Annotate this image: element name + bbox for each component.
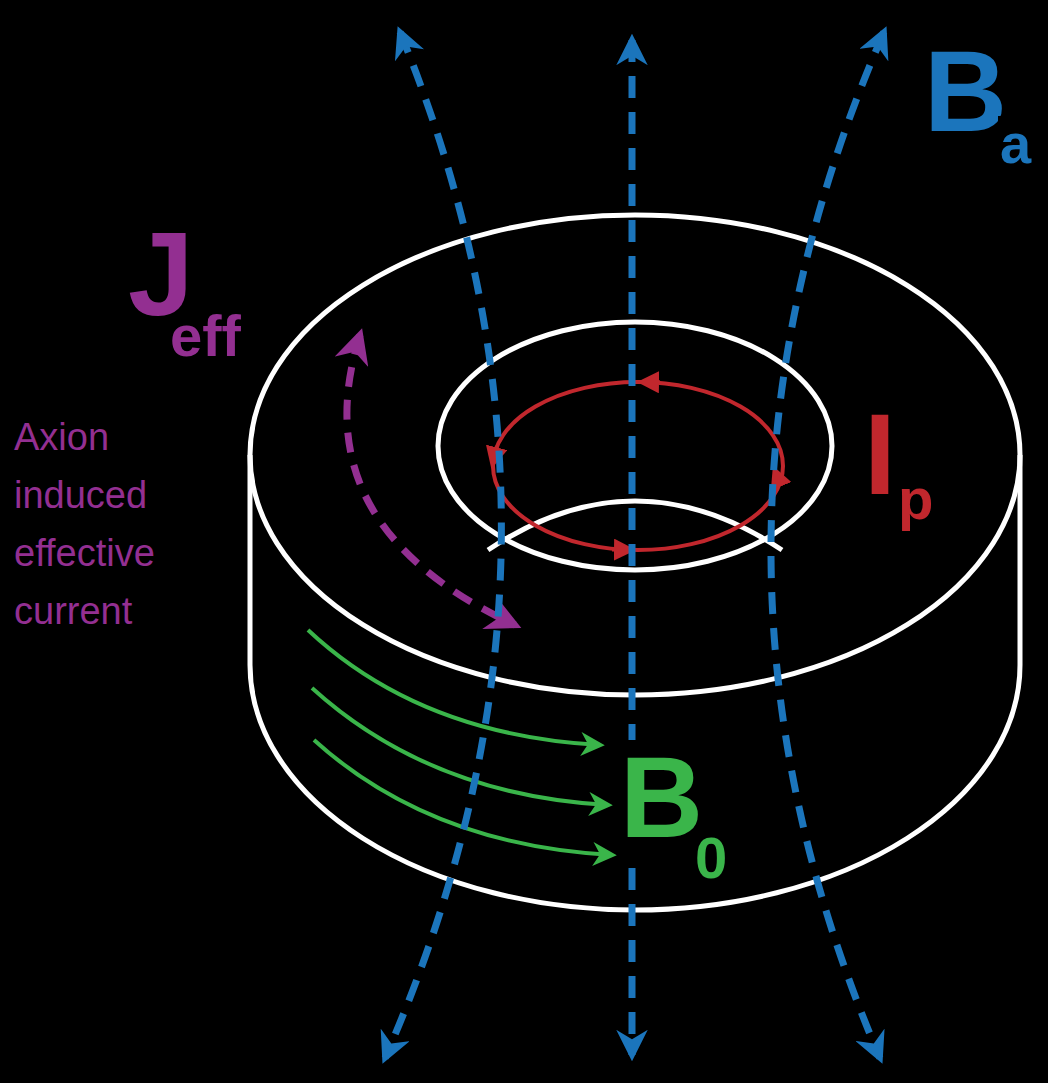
field-line xyxy=(385,32,501,1058)
b0-field-arrows xyxy=(308,630,612,855)
annotation-note: Axion induced effective current xyxy=(12,408,211,640)
toroid-side xyxy=(1018,455,1023,665)
field-arrow xyxy=(312,688,608,805)
current-subscript: p xyxy=(896,470,935,528)
toroid-side xyxy=(248,455,253,665)
field-line xyxy=(629,40,636,1055)
field-arrow xyxy=(308,630,600,745)
current-symbol: I xyxy=(862,397,898,512)
loop-arrow xyxy=(777,476,781,486)
field-arrow xyxy=(314,740,612,855)
field-symbol: B xyxy=(618,740,705,855)
current-subscript: eff xyxy=(168,307,243,365)
field-line xyxy=(771,32,884,1058)
loop-arrow xyxy=(612,548,625,552)
effective-current-arrow xyxy=(347,335,515,625)
field-symbol: B xyxy=(922,34,1009,149)
axion-field-lines xyxy=(385,32,884,1058)
loop-arrow xyxy=(648,380,660,384)
pickup-loop xyxy=(493,382,783,550)
field-subscript: a xyxy=(998,116,1033,172)
pickup-loop-line xyxy=(493,382,783,550)
field-subscript: 0 xyxy=(693,829,729,887)
